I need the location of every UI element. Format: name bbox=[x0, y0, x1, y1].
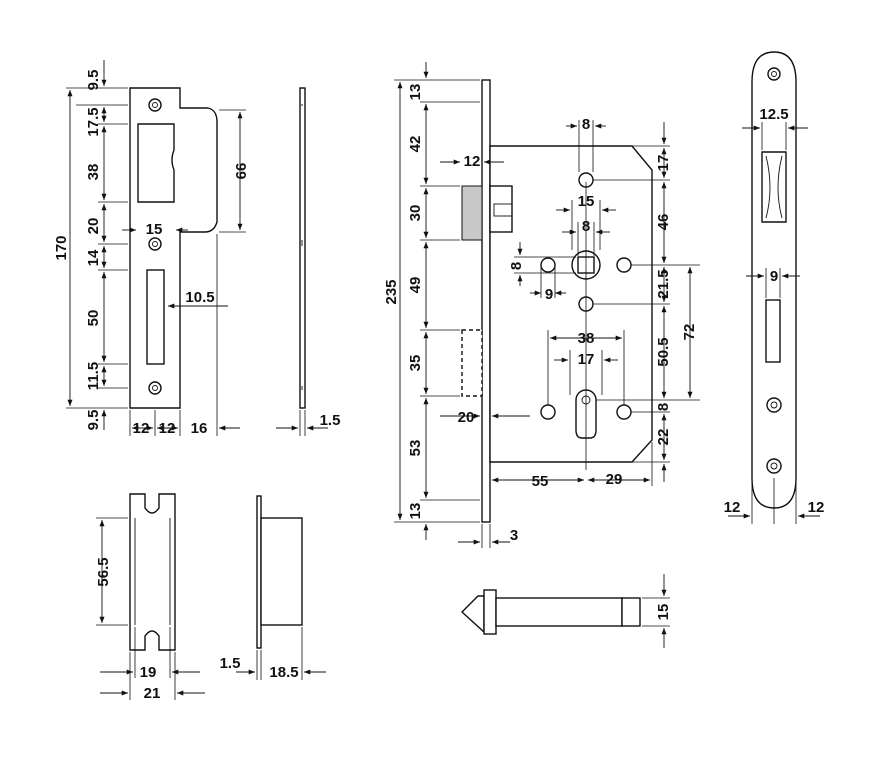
dim-lock-55: 55 bbox=[532, 473, 549, 490]
strike-plate-side bbox=[276, 87, 328, 436]
faceplate-bolt-slot bbox=[765, 299, 781, 363]
dim-lock-9: 9 bbox=[545, 286, 553, 303]
faceplate-screw-bottom bbox=[766, 458, 782, 474]
screw-hole-top bbox=[148, 98, 162, 112]
dead-bolt bbox=[461, 329, 483, 397]
dim-lock-13-bottom: 13 bbox=[407, 503, 424, 520]
dim-lock-21-5: 21.5 bbox=[655, 269, 672, 298]
faceplate bbox=[728, 51, 820, 524]
dim-keeper-height: 56.5 bbox=[95, 557, 112, 586]
dim-lock-29: 29 bbox=[606, 471, 623, 488]
dim-strike-14: 14 bbox=[85, 249, 102, 266]
dim-keeper-depth: 18.5 bbox=[269, 664, 298, 681]
dim-keeper-inner: 19 bbox=[140, 664, 157, 681]
dim-lock-latch: 12 bbox=[464, 153, 481, 170]
faceplate-screw-mid bbox=[766, 397, 782, 413]
latch-opening bbox=[137, 123, 175, 203]
dim-lock-49: 49 bbox=[407, 277, 424, 294]
dim-lock-cyl-38: 38 bbox=[578, 330, 595, 347]
dim-faceplate-width: 12.5 bbox=[759, 106, 788, 123]
dim-faceplate-left: 12 bbox=[724, 499, 741, 516]
dim-lock-faceplate-3: 3 bbox=[510, 527, 518, 544]
dim-keeper-flange: 1.5 bbox=[220, 655, 241, 672]
dim-strike-top-margin: 9.5 bbox=[85, 70, 102, 91]
case-hole-left bbox=[540, 257, 556, 273]
dim-strike-15: 15 bbox=[146, 221, 163, 238]
dim-strike-width-12a: 12 bbox=[133, 420, 150, 437]
latch-bolt bbox=[461, 185, 483, 241]
cylinder-screw-right bbox=[616, 404, 632, 420]
dim-lock-v8: 8 bbox=[508, 262, 525, 270]
screw-hole-mid bbox=[148, 237, 162, 251]
dim-lock-53: 53 bbox=[407, 440, 424, 457]
screw-hole-bottom bbox=[148, 381, 162, 395]
dim-lock-30: 30 bbox=[407, 205, 424, 222]
dim-lock-22: 22 bbox=[655, 429, 672, 446]
lock-faceplate-edge bbox=[481, 79, 491, 523]
dim-strike-width-16: 16 bbox=[191, 420, 208, 437]
case-hole-right bbox=[616, 257, 632, 273]
bolt-opening bbox=[146, 269, 165, 365]
dim-lock-backset-20: 20 bbox=[458, 409, 475, 426]
dim-strike-17-5: 17.5 bbox=[85, 107, 102, 136]
lock-body bbox=[461, 79, 653, 523]
dim-lock-35: 35 bbox=[407, 355, 424, 372]
dim-lock-13-top: 13 bbox=[407, 84, 424, 101]
dim-faceplate-slot: 9 bbox=[770, 268, 778, 285]
faceplate-screw-top bbox=[767, 67, 781, 81]
dim-strike-bottom-margin: 9.5 bbox=[85, 410, 102, 431]
dim-lock-cyl-17: 17 bbox=[578, 351, 595, 368]
dim-strike-tongue-height: 66 bbox=[233, 163, 250, 180]
strike-plate-dimensions bbox=[66, 60, 246, 436]
dim-strike-tongue-offset: 10.5 bbox=[185, 289, 214, 306]
dim-strike-50: 50 bbox=[85, 310, 102, 327]
dim-lock-46: 46 bbox=[655, 214, 672, 231]
lock-body-dimensions bbox=[394, 62, 700, 548]
latch-bolt-side bbox=[460, 574, 670, 648]
dim-strike-width-12b: 12 bbox=[159, 420, 176, 437]
dim-lock-42: 42 bbox=[407, 136, 424, 153]
dim-lock-hole-8-top: 8 bbox=[582, 116, 590, 133]
dim-lock-72: 72 bbox=[681, 324, 698, 341]
dim-lock-50-5: 50.5 bbox=[655, 337, 672, 366]
dim-lock-total-height: 235 bbox=[383, 279, 400, 304]
dim-keeper-outer: 21 bbox=[144, 685, 161, 702]
dim-lock-8-right: 8 bbox=[655, 403, 672, 411]
dim-strike-38: 38 bbox=[85, 164, 102, 181]
cylinder-screw-left bbox=[540, 404, 556, 420]
faceplate-latch-slot bbox=[761, 151, 787, 223]
dim-bolt-height: 15 bbox=[655, 604, 672, 621]
dim-strike-11-5: 11.5 bbox=[85, 362, 102, 390]
dim-strike-20: 20 bbox=[85, 218, 102, 235]
keeper-box-front bbox=[96, 493, 205, 700]
dim-lock-17-right: 17 bbox=[655, 155, 672, 172]
keeper-box-side bbox=[236, 495, 326, 680]
dim-lock-8-mid: 8 bbox=[582, 218, 590, 235]
dim-faceplate-right: 12 bbox=[808, 499, 825, 516]
dim-strike-thickness: 1.5 bbox=[320, 412, 341, 429]
dim-lock-15: 15 bbox=[578, 193, 595, 210]
dim-strike-total-height: 170 bbox=[53, 235, 70, 260]
strike-plate-front bbox=[129, 87, 218, 409]
